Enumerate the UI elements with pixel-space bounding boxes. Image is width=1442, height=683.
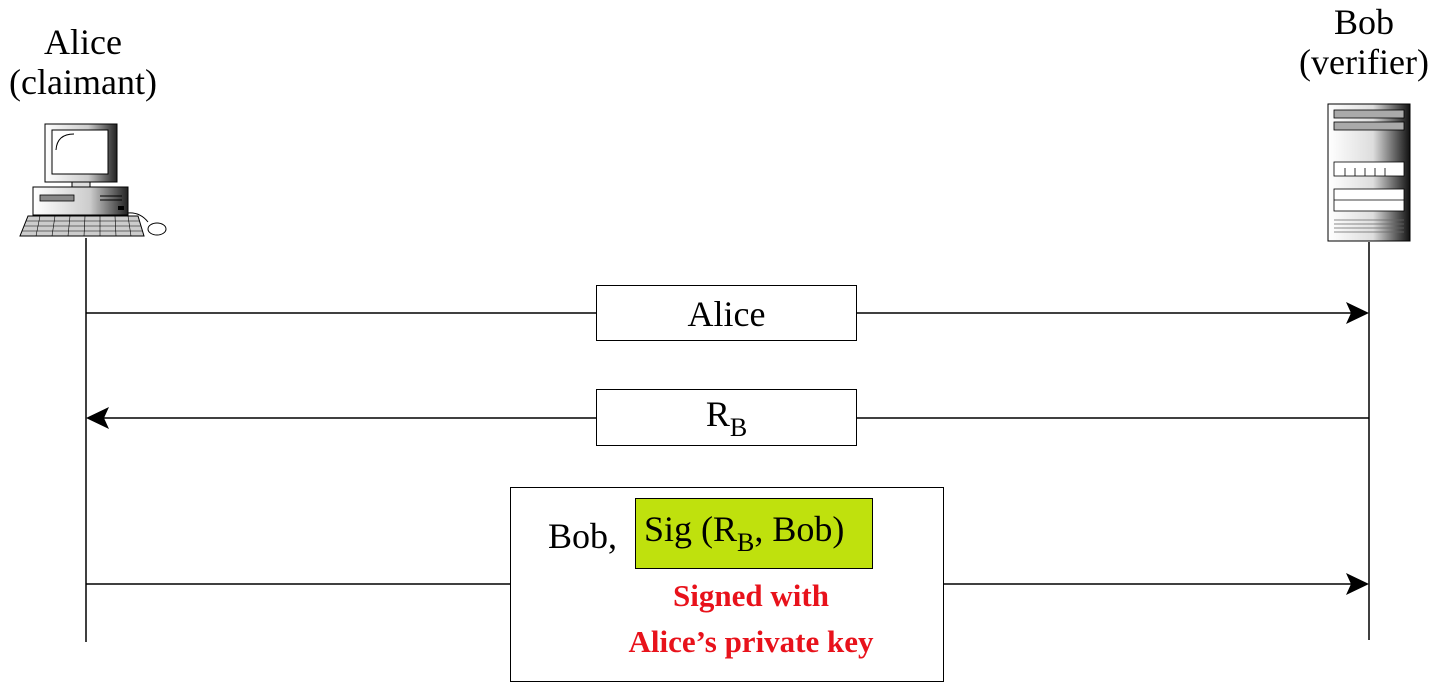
server-icon [1327,103,1411,242]
bob-name: Bob [1333,2,1394,42]
message-3-prefix: Bob, [548,516,618,556]
message-3-box: Bob, Sig (RB, Bob) Signed with Alice’s p… [510,487,944,682]
message-1-box: Alice [596,285,857,341]
message-1-text: Alice [687,294,766,334]
nonce-subscript: B [729,413,748,442]
alice-name: Alice [44,22,122,62]
message-2-box: RB [596,389,857,446]
alice-role: (claimant) [9,62,157,102]
signature-note-line-1: Signed with [673,578,829,613]
desktop-computer-icon [19,123,167,237]
bob-participant-label: Bob (verifier) [1286,2,1442,82]
signature-prefix: Sig (R [644,509,738,549]
nonce-r: R [705,394,730,434]
signature-subscript: B [737,528,755,557]
signature-text: Sig (RB, Bob) [644,509,845,557]
signature-note-line-2: Alice’s private key [628,624,874,659]
alice-participant-label: Alice (claimant) [0,22,166,102]
bob-role: (verifier) [1299,42,1429,82]
message-2-text: RB [597,394,856,442]
signature-highlight: Sig (RB, Bob) [635,498,873,569]
signature-suffix: , Bob) [754,509,845,549]
